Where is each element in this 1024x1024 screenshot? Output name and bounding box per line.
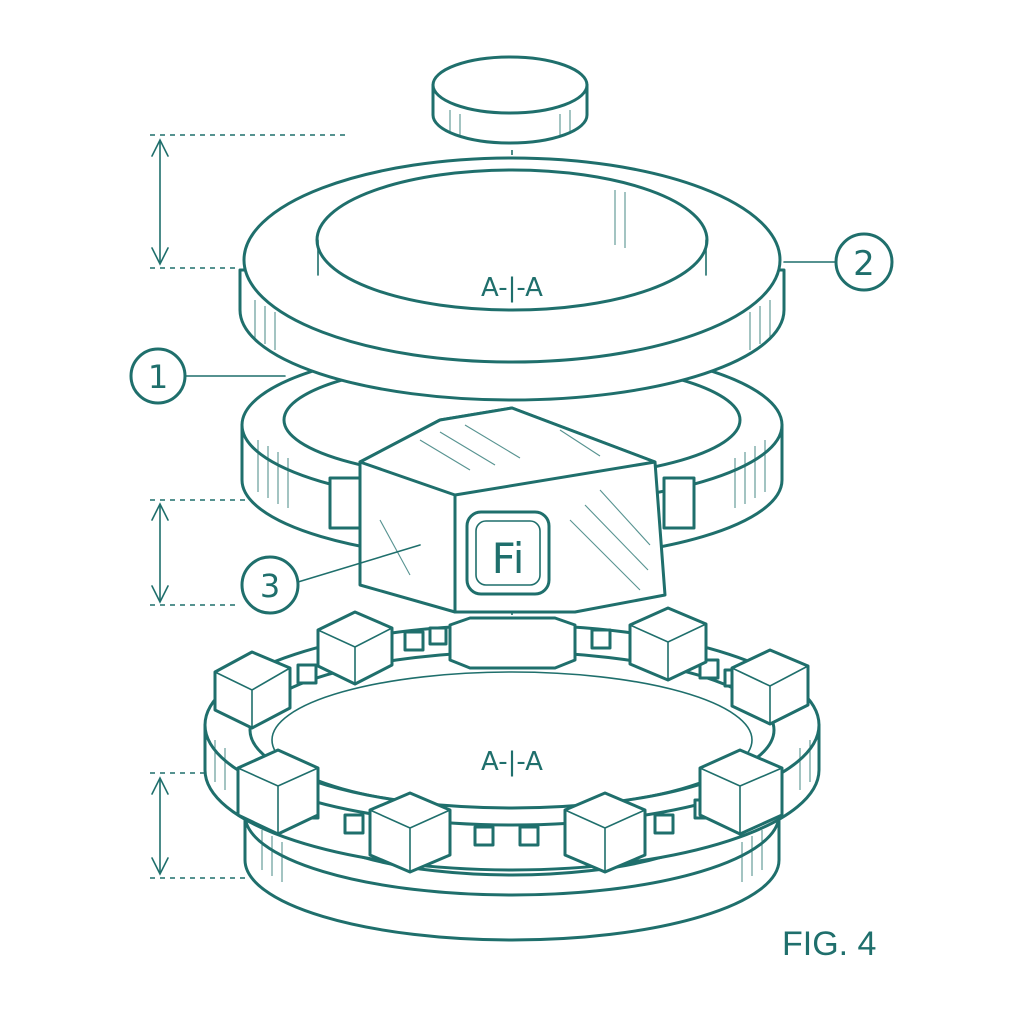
figure-caption: FIG. 4 [782, 925, 876, 963]
cube-3 [628, 606, 708, 682]
dimension-bottom [150, 772, 245, 879]
cube-5 [236, 748, 320, 836]
section-marker-upper: A-|-A [481, 273, 543, 303]
top-cap-disc [431, 55, 589, 145]
svg-text:2: 2 [853, 244, 875, 284]
carrier-cubes [213, 606, 810, 874]
cube-1 [316, 610, 394, 686]
module-logo-text: Fi [492, 534, 525, 583]
dimension-middle [150, 499, 255, 606]
cube-8 [698, 748, 784, 836]
callout-3: 3 [240, 544, 421, 615]
cube-2 [213, 650, 292, 730]
center-hex-cube [448, 616, 577, 670]
cube-4 [730, 648, 810, 726]
dimension-top [150, 134, 350, 269]
callout-2: 2 [783, 232, 894, 292]
outer-ring [238, 156, 786, 402]
callout-1: 1 [129, 347, 286, 405]
svg-text:1: 1 [148, 358, 168, 396]
center-module: Fi [358, 406, 667, 614]
module-logo-badge [465, 510, 551, 596]
cube-6 [368, 791, 452, 874]
svg-text:3: 3 [260, 567, 280, 605]
section-marker-lower: A-|-A [481, 747, 543, 777]
cube-7 [563, 791, 647, 874]
